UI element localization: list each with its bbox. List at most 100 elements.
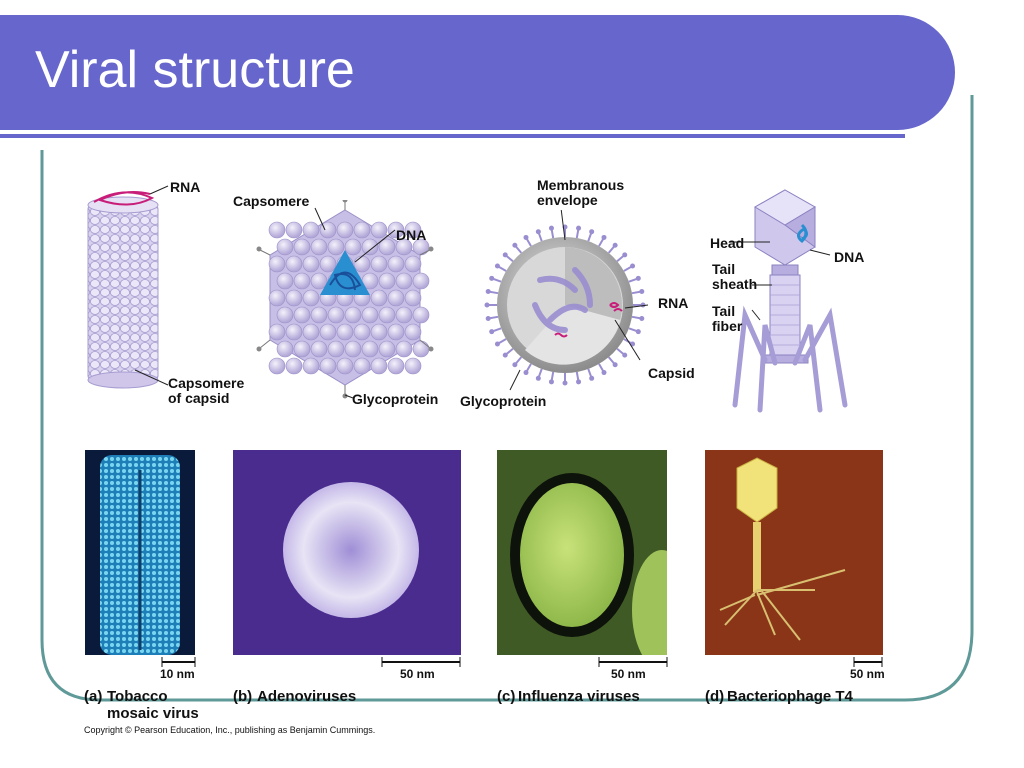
capsomere-sphere [395, 306, 413, 324]
capsomere-sphere [285, 255, 303, 273]
title-underline [0, 134, 905, 138]
capsomere-sphere [361, 238, 379, 256]
capsomere-sphere [293, 238, 311, 256]
adeno-dna-label: DNA [396, 227, 427, 243]
capsomere-sphere [378, 340, 396, 358]
capsomere-sphere [310, 238, 328, 256]
adeno-glycoprotein-label: Glycoprotein [352, 391, 439, 407]
capsomere-sphere [319, 255, 337, 273]
capsomere-spheres [268, 221, 430, 375]
capsomere-sphere [404, 255, 422, 273]
phage-tail2-label: Tail [712, 303, 736, 319]
influenza-membranous-label: Membranous [537, 177, 625, 193]
tmv-rna-label: RNA [170, 179, 201, 195]
capsomere-sphere [387, 357, 405, 375]
glycoprotein-spike-tip [612, 362, 618, 368]
glycoprotein-spike-tip [635, 329, 641, 335]
glycoprotein-spike-tip [562, 380, 568, 386]
capsomere-sphere [336, 221, 354, 239]
caption-b-letter: (b) [233, 688, 253, 705]
phage-dna-label: DNA [834, 249, 865, 265]
scale-bar-c [598, 657, 668, 667]
caption-c-letter: (c) [497, 688, 516, 705]
glycoprotein-spike-tip [502, 252, 508, 258]
influenza-envelope-label: envelope [537, 192, 598, 208]
phage-head-label: Head [710, 235, 745, 251]
title-bar [0, 15, 955, 130]
capsomere-sphere [268, 221, 286, 239]
capsomere-sphere [404, 289, 422, 307]
glycoprotein-spike-tip [523, 370, 529, 376]
glycoprotein-spikes [484, 224, 646, 386]
glycoprotein-spike-tip [548, 379, 554, 385]
capsomere-sphere [268, 255, 286, 273]
glycoprotein-spike-tip [622, 352, 628, 358]
glycoprotein-spike-tip [535, 229, 541, 235]
capsomere-sphere [276, 306, 294, 324]
phage-sheath-label: sheath [712, 276, 758, 292]
glycoprotein-spike-tip [535, 375, 541, 381]
glycoprotein-spike-tip [589, 229, 595, 235]
scale-bar-a [161, 657, 196, 667]
tmv-micrograph [85, 450, 195, 655]
glycoprotein-spike-tip [639, 288, 645, 294]
capsomere-sphere [293, 306, 311, 324]
capsomere-sphere [361, 306, 379, 324]
tmv-diagram [87, 185, 169, 389]
influenza-glycoprotein-label: Glycoprotein [460, 393, 547, 409]
adeno-capsomere-label: Capsomere [233, 193, 310, 209]
capsomere-sphere [285, 221, 303, 239]
glycoprotein-spike-tip [548, 225, 554, 231]
capsomere-sphere [302, 255, 320, 273]
caption-c-name: Influenza viruses [518, 688, 640, 705]
capsomere-sphere [268, 323, 286, 341]
adenovirus-micrograph [233, 450, 461, 655]
scale-d-label: 50 nm [850, 667, 885, 681]
phage-fiber-label: fiber [712, 318, 743, 334]
capsomere-sphere [344, 340, 362, 358]
caption-d-name: Bacteriophage T4 [727, 688, 853, 705]
capsomere-sphere [336, 323, 354, 341]
capsomere-sphere [395, 340, 413, 358]
capsomere-sphere [370, 221, 388, 239]
tmv-capsomere-label: Capsomere [168, 375, 245, 391]
glycoprotein-spike-tip [494, 263, 500, 269]
capsomere-sphere [276, 340, 294, 358]
capsomere-sphere [378, 306, 396, 324]
glycoprotein-spike-tip [485, 288, 491, 294]
capsomere-sphere [361, 340, 379, 358]
glycoprotein-spike-tip [484, 302, 490, 308]
slide-title: Viral structure [35, 41, 355, 99]
capsomere-sphere [344, 238, 362, 256]
glycoprotein-spike-tip [576, 225, 582, 231]
influenza-micrograph [497, 450, 667, 655]
glycoprotein-spike-tip [635, 275, 641, 281]
capsomere-sphere [276, 238, 294, 256]
capsomere-sphere [268, 357, 286, 375]
caption-a-line1: Tobacco [107, 688, 168, 705]
scale-bar-b [381, 657, 461, 667]
capsomere-sphere [293, 340, 311, 358]
tmv-of-capsid-label: of capsid [168, 390, 230, 406]
capsomere-sphere [387, 221, 405, 239]
glycoprotein-spike-tip [601, 370, 607, 376]
capsomere-sphere [327, 238, 345, 256]
influenza-rna-label: RNA [658, 295, 689, 311]
capsomere-sphere [276, 272, 294, 290]
capsomere-sphere [404, 221, 422, 239]
scale-b-label: 50 nm [400, 667, 435, 681]
capsomere-sphere [378, 272, 396, 290]
glycoprotein-spike-tip [494, 341, 500, 347]
capsomere-sphere [387, 323, 405, 341]
capsomere-sphere [387, 289, 405, 307]
capsomere-sphere [387, 255, 405, 273]
caption-d-letter: (d) [705, 688, 725, 705]
capsomere-sphere [412, 340, 430, 358]
scale-c-label: 50 nm [611, 667, 646, 681]
capsomere-sphere [327, 306, 345, 324]
capsomere-sphere [370, 255, 388, 273]
capsomere-sphere [395, 238, 413, 256]
glycoprotein-spike-tip [576, 379, 582, 385]
influenza-capsid-label: Capsid [648, 365, 695, 381]
